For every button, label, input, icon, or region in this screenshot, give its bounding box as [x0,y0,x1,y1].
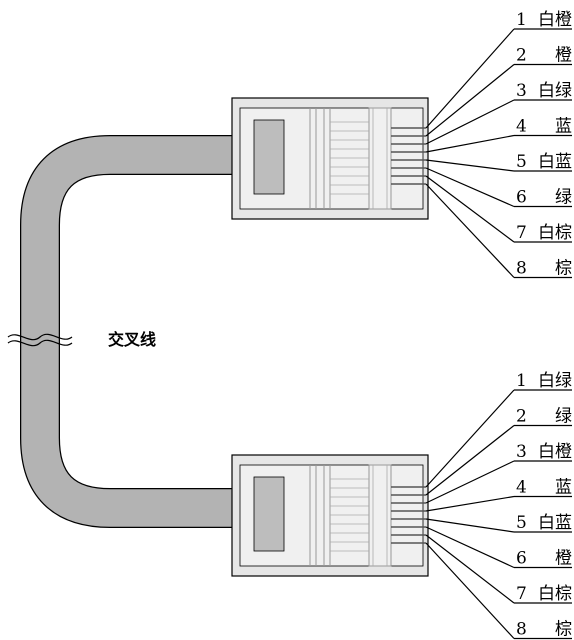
pin-leader-line [425,64,515,137]
pin-number-label: 6 [516,549,527,569]
plug-latch [253,119,285,195]
pin-color-label: 蓝 [555,478,572,498]
connector-bottom: 1 白绿 2 绿 3 白橙 4 蓝 5 白蓝 6 橙 7 白棕 8 棕 [231,371,572,640]
pin-leader-line [425,99,515,145]
pin-wires-top: 1 白橙 2 橙 3 白绿 4 蓝 5 白蓝 6 绿 7 白棕 8 棕 [391,10,572,279]
plug-ridges [330,478,369,552]
pin-wires-bottom: 1 白绿 2 绿 3 白橙 4 蓝 5 白蓝 6 橙 7 白棕 8 棕 [391,371,572,640]
pin-color-label: 白棕 [538,223,572,243]
pin-leader-line [425,495,515,512]
pin-color-label: 白棕 [538,584,572,604]
connector-top: 1 白橙 2 橙 3 白绿 4 蓝 5 白蓝 6 绿 7 白棕 8 棕 [231,10,572,279]
pin-leader-line [425,534,515,604]
cable-type-label: 交叉线 [108,330,156,349]
pin-color-label: 橙 [555,46,572,66]
pin-leader-line [425,167,515,208]
pin-number-label: 2 [516,407,527,427]
pin-color-label: 白蓝 [538,152,572,172]
pin-color-label: 白绿 [538,81,572,101]
pin-color-label: 白橙 [538,10,572,30]
pin-number-label: 6 [516,188,527,208]
pin-color-label: 棕 [555,259,572,279]
pin-leader-line [425,389,515,488]
pin-leader-line [425,518,515,533]
pin-leader-line [425,183,515,278]
pin-color-label: 白橙 [538,442,572,462]
pin-number-label: 4 [516,478,527,498]
pin-color-label: 白蓝 [538,513,572,533]
pin-number-label: 5 [516,513,527,533]
pin-leader-line [425,460,515,504]
pin-number-label: 3 [516,81,527,101]
pin-number-label: 8 [516,620,527,640]
pin-leader-line [425,159,515,172]
pin-color-label: 棕 [555,620,572,640]
pin-color-label: 白绿 [538,371,572,391]
pin-number-label: 3 [516,442,527,462]
pin-number-label: 5 [516,152,527,172]
pin-leader-line [425,28,515,129]
pin-number-label: 2 [516,46,527,66]
pin-number-label: 1 [516,371,527,391]
cable-break-mark [7,333,73,347]
pin-number-label: 7 [516,584,527,604]
pin-color-label: 绿 [555,407,572,427]
cable-fill [21,136,233,527]
pin-leader-line [425,425,515,496]
pin-leader-line [425,542,515,639]
pin-number-label: 7 [516,223,527,243]
pin-number-label: 8 [516,259,527,279]
pin-leader-line [425,526,515,569]
plug-ridges [330,121,369,195]
pin-number-label: 4 [516,117,527,137]
pin-color-label: 蓝 [555,117,572,137]
cable [7,135,233,528]
pin-color-label: 绿 [555,188,572,208]
pin-leader-line [425,175,515,243]
pin-color-label: 橙 [555,549,572,569]
pin-leader-line [425,134,515,153]
plug-latch [253,476,285,552]
pin-number-label: 1 [516,10,527,30]
